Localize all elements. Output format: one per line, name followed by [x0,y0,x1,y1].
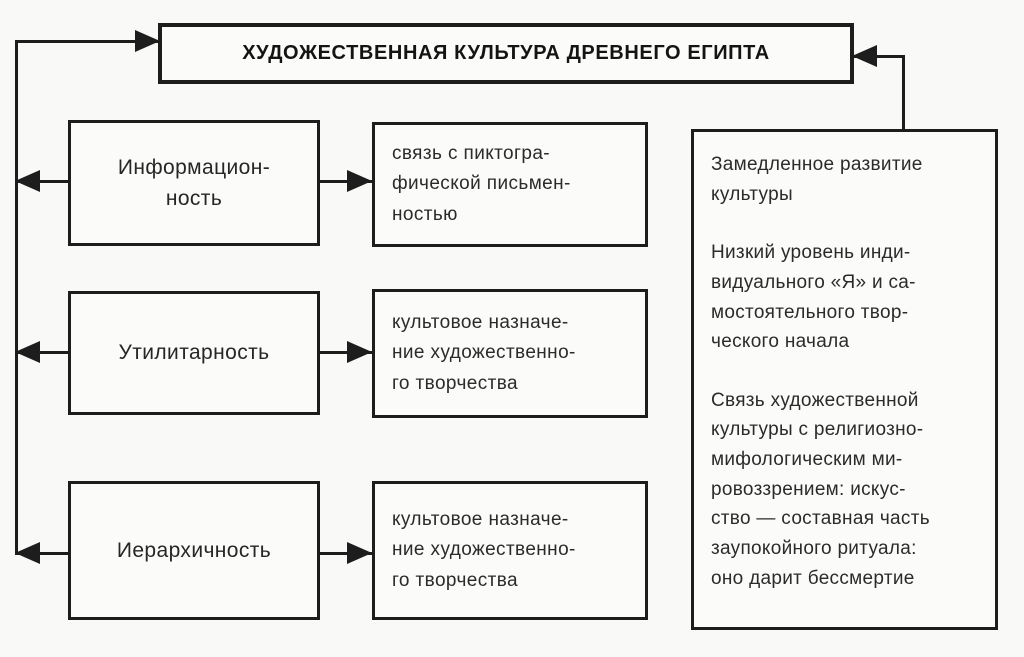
context-panel: Замедленное развитие культуры Низкий уро… [691,129,998,630]
row2-arrowhead-left-icon [15,341,40,363]
row1-right-connector-line [320,180,372,183]
row1-left-connector-line [16,180,68,183]
description-box-cult-purpose-1: культовое назначе- ние художественно- го… [372,289,648,418]
row2-arrowhead-right-icon [347,341,372,363]
title-box: ХУДОЖЕСТВЕННАЯ КУЛЬТУРА ДРЕВНЕГО ЕГИПТА [158,23,854,84]
context-paragraph-religious-worldview: Связь художественной культуры с религиоз… [711,389,930,589]
spine-top-connector-line [15,40,161,43]
row1-arrowhead-left-icon [15,170,40,192]
context-paragraph-slow-development: Замедленное развитие культуры [711,154,923,205]
box-utilitarianism-label: Утилитарность [118,341,270,365]
box-informativeness: Информацион- ность [68,120,320,246]
row3-right-connector-line [320,552,372,555]
arrowhead-into-title-left-icon [135,30,160,52]
title-label: ХУДОЖЕСТВЕННАЯ КУЛЬТУРА ДРЕВНЕГО ЕГИПТА [242,42,770,64]
row3-left-connector-line [16,552,68,555]
row3-arrowhead-right-icon [347,542,372,564]
box-utilitarianism: Утилитарность [68,291,320,415]
description-box-cult-purpose-2: культовое назначе- ние художественно- го… [372,481,648,620]
row3-arrowhead-left-icon [15,542,40,564]
box-hierarchy: Иерархичность [68,481,320,620]
row2-left-connector-line [16,351,68,354]
context-connector-horizontal-line [852,55,905,58]
context-paragraph-low-individuality: Низкий уровень инди- видуального «Я» и с… [711,242,916,353]
context-panel-content: Замедленное развитие культуры Низкий уро… [694,132,940,622]
row1-arrowhead-right-icon [347,170,372,192]
description-text: культовое назначе- ние художественно- го… [392,509,576,591]
description-box-pictographic-writing: связь с пиктогра- фической письмен- ност… [372,122,648,247]
context-connector-vertical-line [902,55,905,130]
row2-right-connector-line [320,351,372,354]
spine-vertical-line [15,40,18,555]
box-hierarchy-label: Иерархичность [116,538,272,562]
arrowhead-into-title-right-icon [852,45,877,67]
description-text: культовое назначе- ние художественно- го… [392,312,576,394]
description-text: связь с пиктогра- фической письмен- ност… [392,143,571,225]
box-informativeness-label: Информацион- ность [117,155,271,211]
